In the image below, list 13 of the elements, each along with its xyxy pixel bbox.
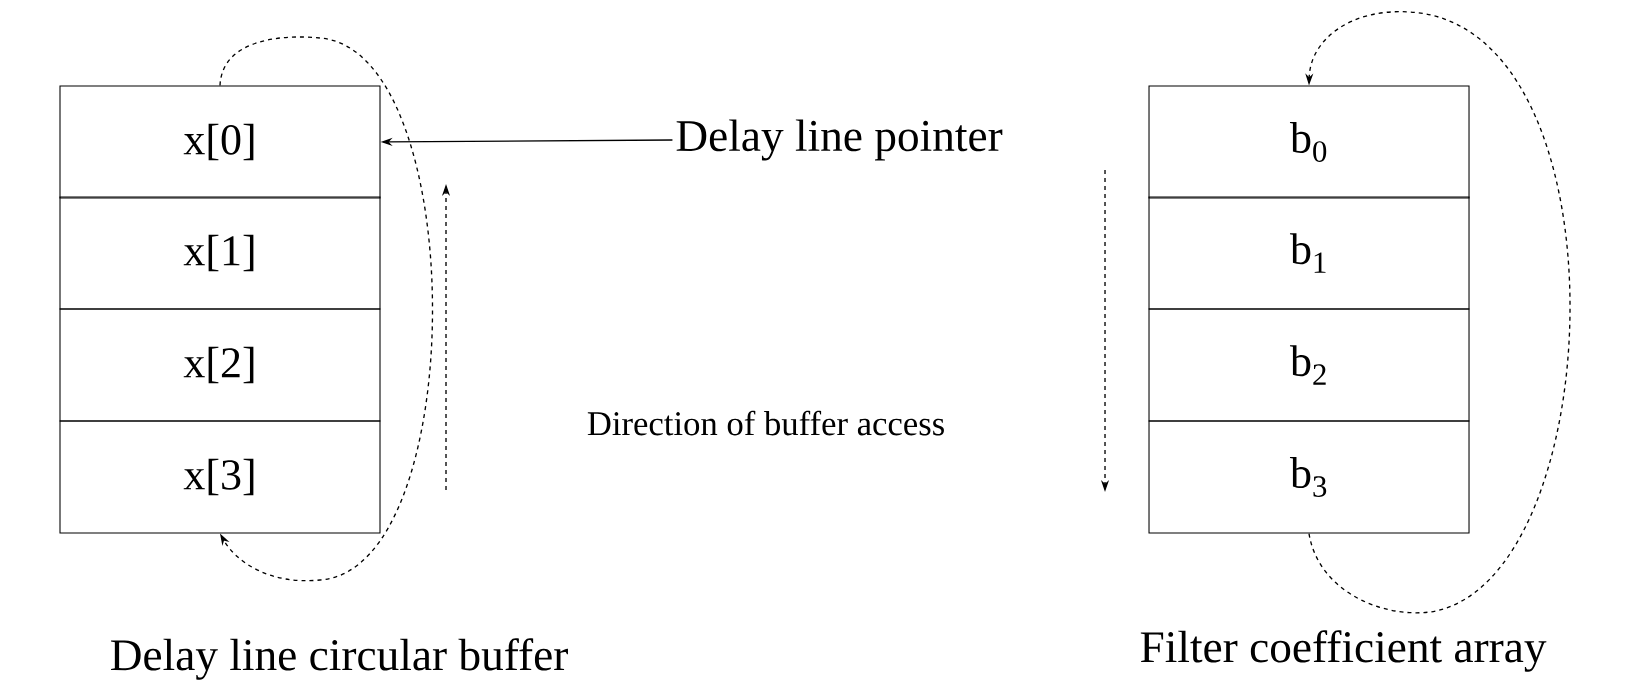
caption-label: Filter coefficient array bbox=[1140, 630, 1547, 672]
pointer-label: Delay line pointer bbox=[676, 119, 1003, 161]
caption-label: Delay line circular buffer bbox=[111, 638, 568, 680]
buffer-cell: x[1] bbox=[59, 196, 381, 310]
buffer-cell: x[0] bbox=[59, 85, 381, 199]
buffer-cell: b$_{1}$ bbox=[1148, 196, 1470, 310]
buffer-cell: x[3] bbox=[59, 420, 381, 534]
arrow bbox=[219, 36, 434, 582]
buffer-cell: b$_{3}$ bbox=[1148, 420, 1470, 534]
buffer-cell: b$_{2}$ bbox=[1148, 308, 1470, 422]
annotation-label: Direction of buffer access bbox=[587, 410, 944, 436]
buffer-cell: x[2] bbox=[59, 308, 381, 422]
buffer-cell: b$_{0}$ bbox=[1148, 85, 1470, 199]
